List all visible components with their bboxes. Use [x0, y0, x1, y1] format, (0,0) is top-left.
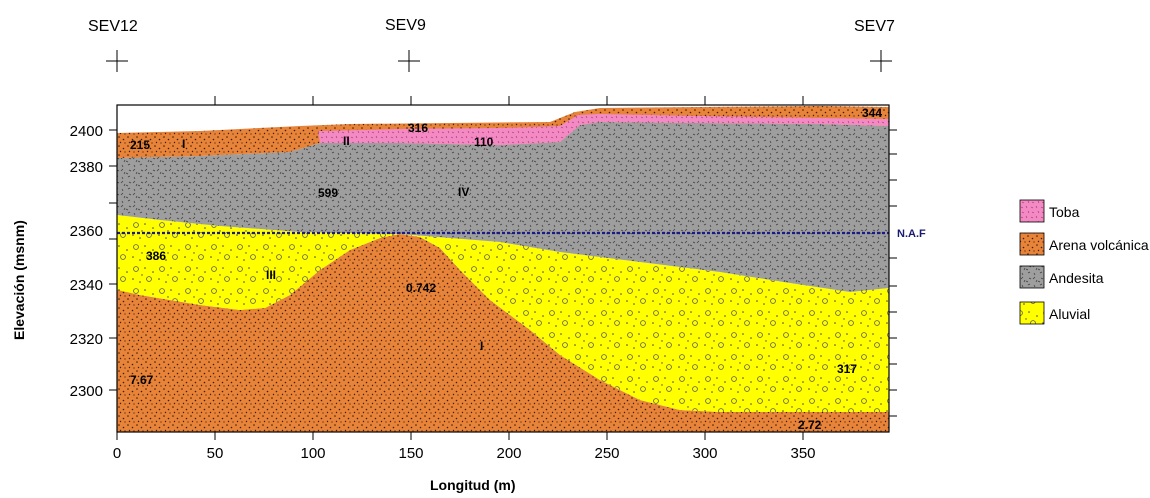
resistivity-label: 0.742 — [406, 281, 436, 295]
y-tick-label: 2300 — [70, 383, 103, 400]
unit-roman-label: III — [266, 268, 276, 282]
x-tick-label: 50 — [207, 445, 224, 462]
resistivity-label: 316 — [408, 121, 428, 135]
sev-label: SEV9 — [385, 17, 426, 34]
resistivity-label: 344 — [862, 106, 882, 120]
x-tick-labels: 0 50 100 150 200 250 300 350 — [113, 445, 816, 462]
x-tick-label: 150 — [398, 445, 423, 462]
sev-cross-icon — [106, 50, 128, 72]
legend: Toba Arena volcánica Andesita Aluvial — [1019, 199, 1149, 325]
y-axis-title: Elevación (msnm) — [11, 220, 27, 340]
resistivity-label: 317 — [837, 362, 857, 376]
unit-roman-label: II — [343, 134, 350, 148]
x-tick-label: 300 — [692, 445, 717, 462]
unit-aluvial — [117, 215, 889, 412]
legend-label: Andesita — [1049, 270, 1104, 286]
unit-andesita — [117, 122, 889, 292]
y-tick-label: 2340 — [70, 277, 103, 294]
legend-label: Toba — [1049, 204, 1080, 220]
unit-arena-lower-left — [117, 288, 265, 432]
unit-labels: 215 I 316 344 II 110 599 IV 386 III 0.74… — [130, 106, 882, 432]
sev-cross-icon — [398, 50, 420, 72]
resistivity-label: 110 — [474, 135, 494, 149]
legend-label: Arena volcánica — [1049, 237, 1149, 253]
legend-swatch-arena-volcanica — [1019, 232, 1045, 256]
y-tick-label: 2320 — [70, 331, 103, 348]
x-ticks-top — [214, 96, 804, 105]
x-tick-label: 100 — [300, 445, 325, 462]
x-tick-label: 200 — [496, 445, 521, 462]
resistivity-label: 7.67 — [130, 373, 154, 387]
resistivity-label: 386 — [146, 249, 166, 263]
sev-label: SEV7 — [854, 18, 895, 35]
legend-label: Aluvial — [1049, 306, 1090, 322]
y-tick-label: 2360 — [70, 223, 103, 240]
x-axis-title: Longitud (m) — [430, 477, 516, 493]
legend-swatch-aluvial — [1019, 301, 1045, 325]
unit-roman-label: IV — [458, 185, 469, 199]
sev-marker-sev7: SEV7 — [854, 18, 895, 72]
y-tick-labels: 2400 2380 2360 2340 2320 2300 — [70, 123, 103, 400]
sev-marker-sev12: SEV12 — [88, 18, 138, 72]
x-tick-label: 250 — [594, 445, 619, 462]
x-ticks-bottom — [116, 432, 804, 440]
y-tick-label: 2400 — [70, 123, 103, 140]
sev-marker-sev9: SEV9 — [385, 17, 426, 72]
sev-label: SEV12 — [88, 18, 138, 35]
section-units — [117, 106, 889, 432]
x-tick-label: 0 — [113, 445, 121, 462]
water-table-label: N.A.F — [897, 228, 926, 240]
legend-swatch-andesita — [1019, 265, 1045, 289]
resistivity-label: 599 — [318, 186, 338, 200]
unit-roman-label: I — [480, 339, 483, 353]
legend-swatch-toba — [1019, 199, 1045, 223]
resistivity-label: 215 — [130, 138, 150, 152]
y-tick-label: 2380 — [70, 159, 103, 176]
unit-roman-label: I — [182, 137, 185, 151]
x-tick-label: 350 — [790, 445, 815, 462]
resistivity-label: 2.72 — [798, 418, 822, 432]
unit-arena-lower — [117, 234, 889, 432]
sev-cross-icon — [870, 50, 892, 72]
unit-toba — [318, 114, 889, 145]
plot-frame — [116, 104, 890, 433]
y-ticks — [109, 129, 897, 417]
